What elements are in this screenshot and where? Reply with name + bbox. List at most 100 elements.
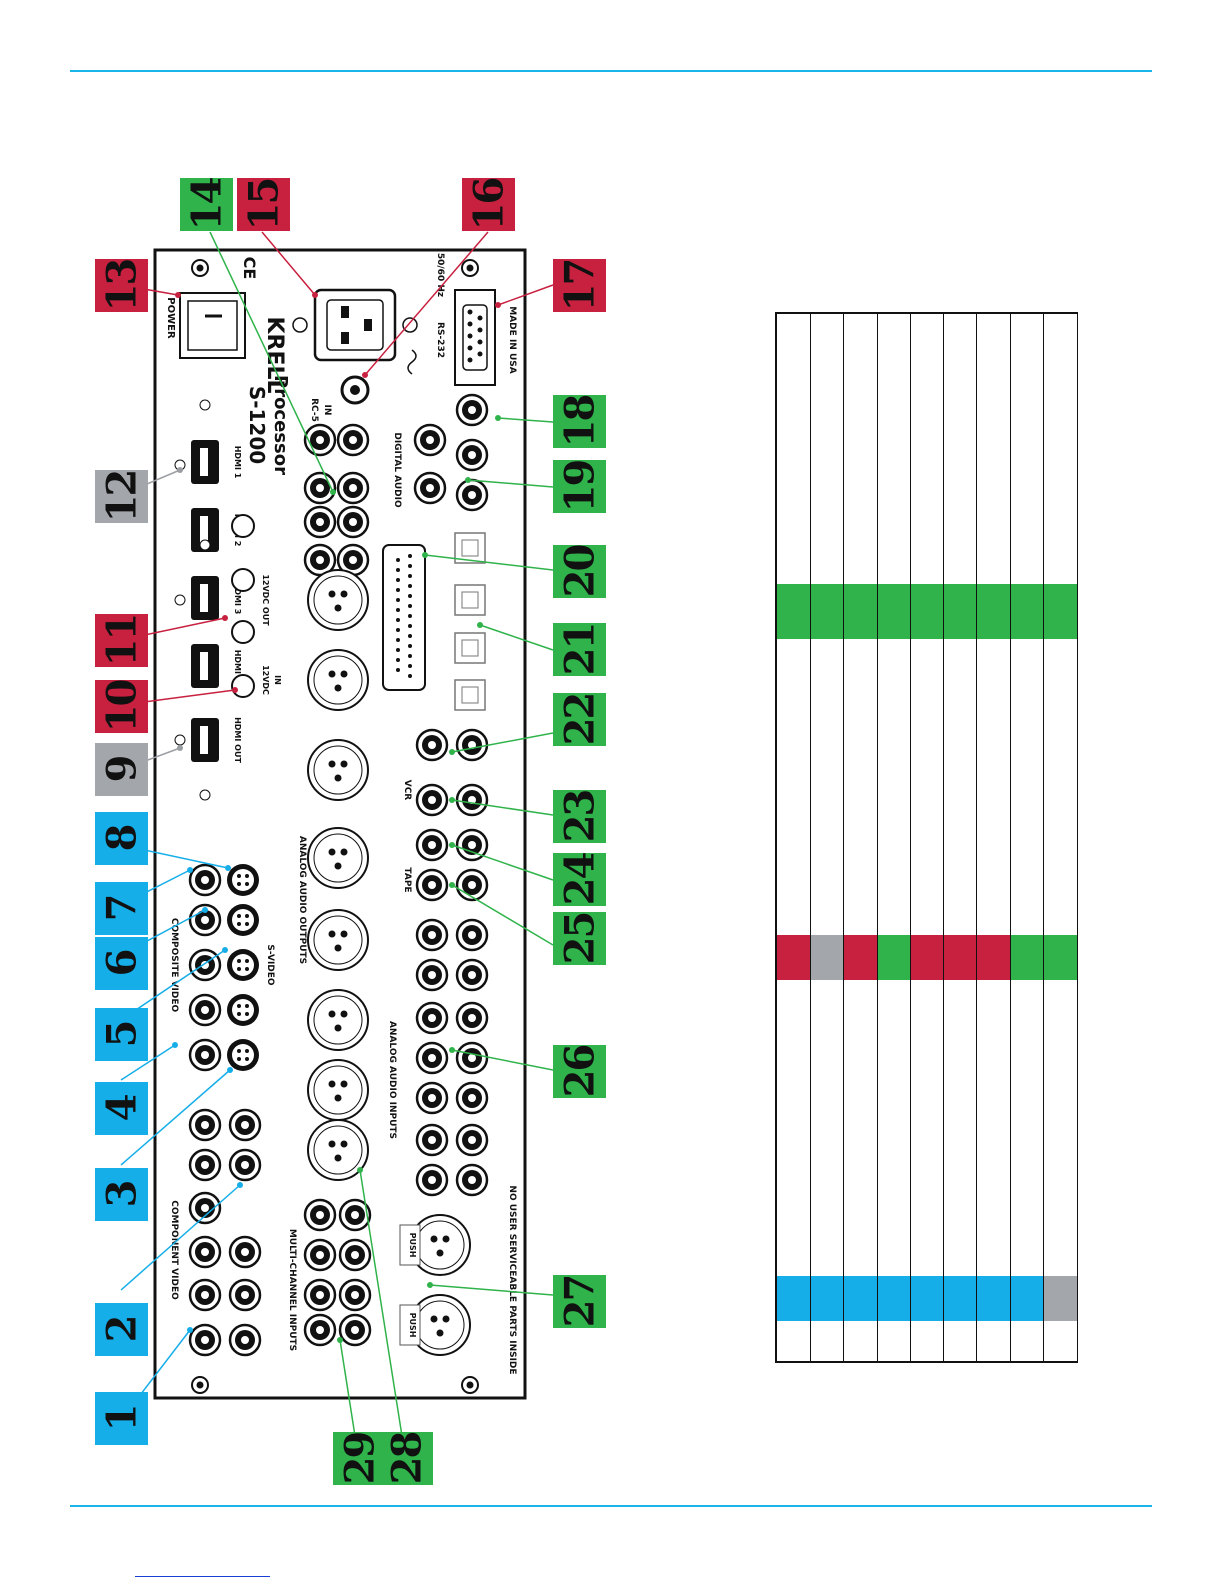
db25-pin bbox=[408, 624, 412, 628]
callout-10: 10 bbox=[95, 680, 148, 733]
legend-cell bbox=[1043, 1276, 1077, 1321]
db25-pin bbox=[396, 558, 400, 562]
analog-input-rca-pin bbox=[428, 1014, 436, 1022]
digital-coax-pin bbox=[468, 491, 476, 499]
tape-vcr-rca-pin bbox=[468, 741, 476, 749]
db25-pin bbox=[396, 658, 400, 662]
xlr-output-pin bbox=[328, 930, 336, 938]
leader-line bbox=[451, 844, 554, 881]
composite-rca-pin bbox=[201, 1051, 209, 1059]
xlr-output-pin bbox=[328, 1140, 336, 1148]
leader-dot bbox=[187, 1327, 193, 1333]
hdmi-label: HDMI OUT bbox=[233, 717, 242, 763]
analog-input-rca bbox=[455, 1081, 489, 1115]
output-rca bbox=[336, 505, 370, 539]
output-rca-pin bbox=[316, 556, 324, 564]
rs232-pin bbox=[477, 339, 483, 345]
analog-input-rca-pin bbox=[468, 971, 476, 979]
legend-cell bbox=[811, 1321, 845, 1361]
composite-rca-pin bbox=[201, 1006, 209, 1014]
svideo-port-face bbox=[232, 999, 254, 1021]
leader-dot bbox=[172, 1042, 178, 1048]
legend-cell bbox=[944, 314, 978, 584]
xlr-output-pin bbox=[334, 944, 342, 952]
leader-line bbox=[451, 884, 554, 946]
leader-dot bbox=[357, 1167, 363, 1173]
db25-pin bbox=[396, 608, 400, 612]
ac-symbol bbox=[407, 349, 417, 375]
component-rca bbox=[228, 1278, 262, 1312]
db25-pin bbox=[408, 634, 412, 638]
svideo-port-pin bbox=[237, 1004, 241, 1008]
screw-center bbox=[466, 1381, 474, 1389]
rs232-label: RS-232 bbox=[435, 322, 445, 358]
db25-port bbox=[382, 544, 426, 691]
legend-cell bbox=[910, 980, 945, 1276]
optical-port-body bbox=[454, 584, 486, 616]
multichannel-rca bbox=[303, 1198, 337, 1232]
callout-5: 5 bbox=[95, 1008, 148, 1061]
leader-dot bbox=[362, 372, 368, 378]
tape-vcr-rca-pin bbox=[468, 841, 476, 849]
callout-number: 22 bbox=[555, 693, 603, 746]
svideo-port-pin bbox=[237, 882, 241, 886]
db25-pin bbox=[408, 554, 412, 558]
analog-input-rca bbox=[455, 1001, 489, 1035]
svideo-port-pin bbox=[245, 1057, 249, 1061]
xlr-output bbox=[307, 909, 369, 971]
power-switch-rocker bbox=[187, 300, 238, 351]
optical-port bbox=[454, 679, 486, 711]
legend-cell bbox=[844, 935, 878, 980]
callout-number: 13 bbox=[97, 259, 145, 312]
trigger-jack bbox=[231, 620, 255, 644]
legend-cell bbox=[877, 935, 911, 980]
tape-vcr-rca bbox=[455, 868, 489, 902]
output-rca-pin bbox=[349, 484, 357, 492]
analog-input-rca bbox=[415, 958, 449, 992]
leader-dot bbox=[202, 907, 208, 913]
callout-number: 8 bbox=[98, 825, 145, 852]
callout-number: 25 bbox=[555, 912, 603, 965]
svideo-port-pin bbox=[237, 1049, 241, 1053]
xlr-output-pin bbox=[340, 1140, 348, 1148]
optical-port-port bbox=[461, 686, 479, 704]
legend-cell bbox=[844, 314, 878, 584]
hdmi-port bbox=[191, 440, 219, 484]
callout-number: 27 bbox=[555, 1275, 603, 1328]
analog-input-rca bbox=[455, 1123, 489, 1157]
leader-dot bbox=[465, 477, 471, 483]
multichannel-rca-pin bbox=[351, 1291, 359, 1299]
multichannel-rca-pin bbox=[316, 1291, 324, 1299]
callout-number: 6 bbox=[98, 950, 145, 977]
analog-input-rca bbox=[455, 918, 489, 952]
component-rca-pin bbox=[241, 1336, 249, 1344]
svideo-port-pin bbox=[237, 874, 241, 878]
leader-line bbox=[497, 284, 554, 306]
component-rca-pin bbox=[201, 1161, 209, 1169]
callout-number: 20 bbox=[555, 545, 603, 598]
legend-cell bbox=[910, 935, 945, 980]
legend-cell bbox=[877, 639, 911, 935]
analog-input-rca-pin bbox=[468, 1176, 476, 1184]
svideo-port-face bbox=[232, 1044, 254, 1066]
no-user-warning: NO USER SERVICEABLE PARTS INSIDE bbox=[507, 1185, 517, 1374]
panel-hole bbox=[199, 399, 211, 411]
callout-25: 25 bbox=[553, 912, 606, 965]
analog-input-rca bbox=[455, 1041, 489, 1075]
legend-cell bbox=[811, 639, 845, 935]
output-rca bbox=[336, 423, 370, 457]
footer-link-underline[interactable] bbox=[135, 1576, 270, 1577]
hdmi-port-slot bbox=[200, 516, 208, 544]
panel-hole bbox=[199, 789, 211, 801]
xlr-output-pin bbox=[328, 1080, 336, 1088]
db25-pin bbox=[408, 604, 412, 608]
callout-15: 15 bbox=[237, 178, 290, 231]
component-rca-pin bbox=[201, 1204, 209, 1212]
legend-cell bbox=[1010, 1321, 1044, 1361]
callout-number: 7 bbox=[98, 895, 145, 922]
legend-cell bbox=[977, 1276, 1011, 1321]
callout-23: 23 bbox=[553, 790, 606, 843]
legend-cell bbox=[977, 935, 1011, 980]
legend-column bbox=[976, 314, 1011, 1361]
legend-cell bbox=[944, 1321, 978, 1361]
